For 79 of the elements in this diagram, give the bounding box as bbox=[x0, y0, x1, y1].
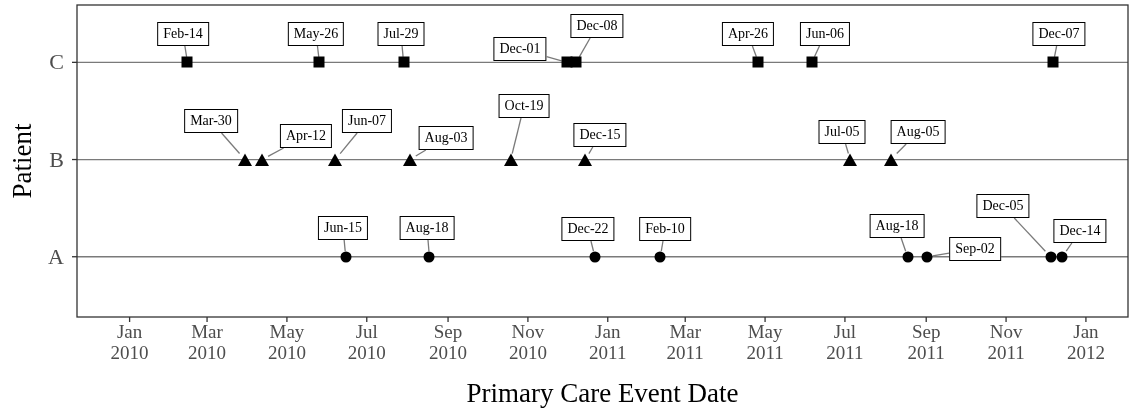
leader-line bbox=[896, 143, 907, 155]
leader-line bbox=[339, 132, 358, 155]
x-tick-label: Nov 2011 bbox=[986, 322, 1026, 364]
date-label: Dec-01 bbox=[493, 37, 547, 61]
date-label: Aug-18 bbox=[399, 216, 455, 240]
square-marker bbox=[750, 54, 767, 71]
triangle-marker bbox=[502, 151, 519, 168]
leader-line bbox=[220, 132, 241, 155]
square-marker bbox=[311, 54, 328, 71]
x-tick-label: Jul 2010 bbox=[346, 322, 387, 364]
date-label: Jul-29 bbox=[377, 22, 425, 46]
leader-line bbox=[427, 239, 430, 252]
leader-line bbox=[343, 239, 346, 252]
x-tick-label: Nov 2010 bbox=[507, 322, 548, 364]
x-tick-label: Jan 2012 bbox=[1065, 322, 1106, 364]
y-tick-label: A bbox=[48, 245, 64, 269]
leader-line bbox=[932, 252, 950, 257]
date-label: Jun-07 bbox=[341, 109, 393, 133]
date-label: Apr-26 bbox=[721, 22, 775, 46]
leader-line bbox=[1053, 45, 1058, 58]
triangle-marker bbox=[327, 151, 344, 168]
x-tick-label: Sep 2011 bbox=[906, 322, 946, 364]
y-tick-label: C bbox=[49, 50, 64, 74]
date-label: Apr-12 bbox=[279, 124, 333, 148]
x-tick-label: Sep 2010 bbox=[428, 322, 469, 364]
x-tick-label: May 2011 bbox=[745, 322, 785, 364]
leader-line bbox=[511, 117, 522, 155]
date-label: Dec-08 bbox=[570, 14, 624, 38]
leader-line bbox=[900, 237, 907, 252]
triangle-marker bbox=[842, 151, 859, 168]
leader-line bbox=[751, 45, 757, 58]
date-label: Jun-15 bbox=[317, 216, 369, 240]
triangle-marker bbox=[401, 151, 418, 168]
date-label: Aug-03 bbox=[418, 126, 474, 150]
date-label: Dec-07 bbox=[1032, 22, 1086, 46]
leader-line bbox=[813, 45, 821, 58]
leader-line bbox=[660, 240, 664, 252]
date-label: Aug-18 bbox=[869, 214, 925, 238]
date-label: Mar-30 bbox=[184, 109, 238, 133]
date-label: Jun-06 bbox=[799, 22, 851, 46]
triangle-marker bbox=[236, 151, 253, 168]
leader-line bbox=[267, 147, 285, 157]
y-tick-label: B bbox=[49, 148, 64, 172]
x-axis-title: Primary Care Event Date bbox=[466, 378, 739, 408]
x-tick-label: Mar 2011 bbox=[665, 322, 705, 364]
date-label: Feb-10 bbox=[639, 217, 691, 241]
date-label: Dec-15 bbox=[573, 123, 627, 147]
y-axis-title: Patient bbox=[7, 123, 37, 199]
leader-line bbox=[401, 45, 404, 58]
date-label: Feb-14 bbox=[157, 22, 209, 46]
date-label: Aug-05 bbox=[890, 120, 946, 144]
date-label: May-26 bbox=[287, 22, 345, 46]
square-marker bbox=[568, 54, 585, 71]
leader-line bbox=[184, 45, 188, 58]
x-tick-label: Mar 2010 bbox=[187, 322, 228, 364]
triangle-marker bbox=[254, 151, 271, 168]
square-marker bbox=[1045, 54, 1062, 71]
x-tick-label: Jul 2011 bbox=[825, 322, 865, 364]
square-marker bbox=[179, 54, 196, 71]
date-label: Dec-14 bbox=[1053, 219, 1107, 243]
date-label: Oct-19 bbox=[498, 94, 550, 118]
triangle-marker bbox=[577, 151, 594, 168]
date-label: Dec-05 bbox=[976, 194, 1030, 218]
leader-line bbox=[1013, 217, 1047, 252]
leader-line bbox=[545, 55, 563, 62]
leader-line bbox=[578, 37, 591, 58]
date-label: Sep-02 bbox=[949, 237, 1001, 261]
leader-line bbox=[1065, 242, 1073, 252]
x-tick-label: May 2010 bbox=[266, 322, 307, 364]
date-label: Dec-22 bbox=[561, 217, 615, 241]
leader-line bbox=[588, 146, 594, 155]
triangle-marker bbox=[882, 151, 899, 168]
leader-line bbox=[590, 240, 595, 252]
leader-line bbox=[316, 45, 320, 58]
date-label: Jul-05 bbox=[818, 120, 866, 144]
x-tick-label: Jan 2011 bbox=[588, 322, 628, 364]
x-tick-label: Jan 2010 bbox=[109, 322, 150, 364]
leader-line bbox=[844, 143, 850, 155]
leader-line bbox=[415, 149, 427, 157]
